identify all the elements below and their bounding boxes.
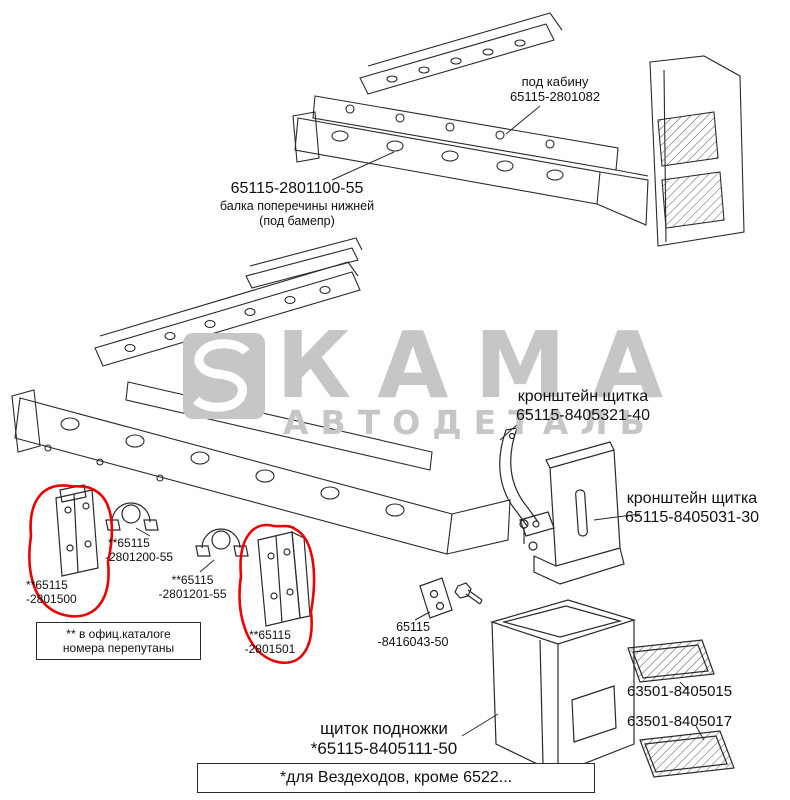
bracket-2801500-drawing — [55, 484, 99, 577]
clamp-2801201-drawing — [195, 528, 249, 557]
tread-upper-label: 63501-8405015 — [627, 683, 733, 700]
crossbeam-label: 65115-2801100-55 балка поперечины нижней… — [188, 180, 406, 228]
clamp-left-line1: **65115 — [108, 536, 150, 550]
tread-lower-label: 63501-8405017 — [627, 713, 733, 730]
clamp-right-line1: **65115 — [171, 573, 214, 587]
bracket-8405321-drawing — [499, 427, 555, 537]
top-frame-drawing — [292, 12, 745, 247]
small-bracket-label: 65115 -8416043-50 — [370, 620, 456, 650]
variant-note-text: *для Вездеходов, кроме 6522... — [279, 769, 513, 786]
crossbeam-part: 65115-2801100-55 — [230, 180, 364, 197]
clamp-right-label: **65115 -2801201-55 — [150, 573, 235, 601]
bracket-right-label: **65115 -2801501 — [238, 628, 302, 656]
step-shield-part: *65115-8405111-50 — [310, 739, 458, 759]
clamp-right-line2: -2801201-55 — [158, 587, 227, 602]
shield-bracket-upper-label: кронштейн щитка 65115-8405321-40 — [487, 388, 679, 426]
small-bracket-line1: 65115 — [396, 620, 430, 634]
shield-bracket-upper-name: кронштейн щитка — [517, 388, 649, 405]
step-shield-drawing — [489, 599, 637, 775]
clamp-2801200-drawing — [105, 502, 159, 531]
cab-mount-label: под кабину 65115-2801082 — [488, 74, 622, 105]
middle-frame-drawing — [11, 237, 511, 555]
bracket-8416043-drawing — [419, 577, 483, 619]
bracket-left-line1: **65115 — [26, 578, 68, 592]
clamp-left-label: **65115 -2801200-55 — [105, 536, 173, 564]
step-shield-label: щиток подножки *65115-8405111-50 — [268, 719, 500, 759]
bracket-left-label: **65115 -2801500 — [26, 578, 77, 606]
shield-bracket-lower-label: кронштейн щитка 65115-8405031-30 — [596, 490, 788, 528]
watermark-subtitle: АВТОДЕТАЛЬ — [283, 403, 657, 442]
crossbeam-desc1: балка поперечины нижней — [219, 198, 375, 213]
variant-note-box: *для Вездеходов, кроме 6522... — [197, 763, 595, 793]
watermark-brand: КАМА — [276, 312, 690, 419]
kama-logo-icon — [183, 333, 265, 419]
crossbeam-desc2: (под бамепр) — [259, 213, 335, 228]
tread-drawings — [627, 639, 735, 778]
leader-lines — [135, 105, 705, 741]
catalog-note-box: ** в офиц.каталоге номера перепутаны — [36, 622, 201, 660]
shield-bracket-lower-name: кронштейн щитка — [626, 490, 758, 507]
bracket-right-line1: **65115 — [249, 628, 291, 642]
clamp-left-line2: -2801200-55 — [105, 550, 174, 565]
bracket-8405031-drawing — [519, 441, 625, 585]
bracket-2801501-drawing — [257, 530, 311, 627]
cab-mount-part: 65115-2801082 — [509, 89, 601, 105]
small-bracket-line2: -8416043-50 — [377, 634, 449, 649]
shield-bracket-upper-part: 65115-8405321-40 — [515, 406, 651, 424]
catalog-note-line1: ** в офиц.каталоге — [66, 627, 171, 641]
step-shield-name: щиток подножки — [320, 719, 448, 738]
cab-mount-name: под кабину — [521, 74, 589, 89]
bracket-right-line2: -2801501 — [244, 642, 296, 657]
shield-bracket-lower-part: 65115-8405031-30 — [624, 508, 760, 526]
bracket-left-line2: -2801500 — [26, 592, 77, 607]
red-highlight-circles — [28, 484, 316, 664]
catalog-note-line2: номера перепутаны — [62, 641, 175, 655]
